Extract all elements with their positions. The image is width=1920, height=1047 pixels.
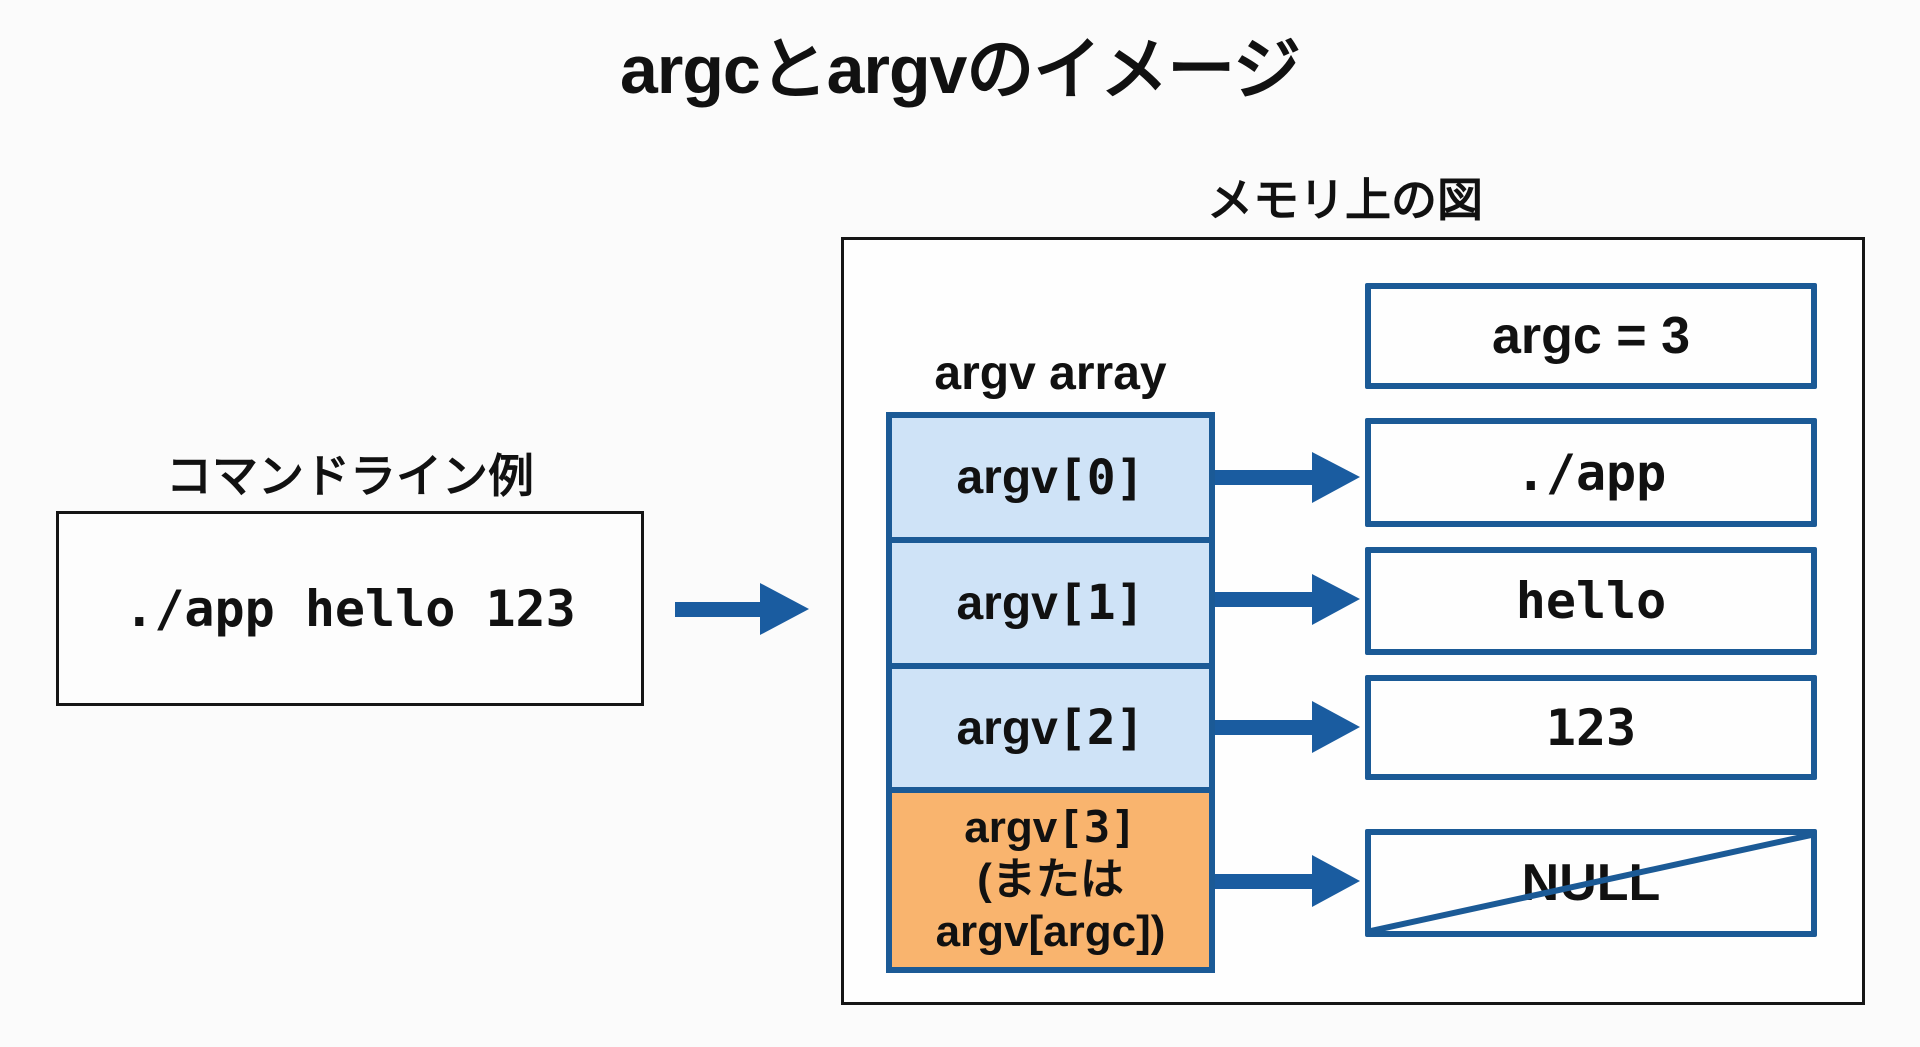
- string-value: ./app: [1515, 443, 1667, 502]
- terminator-line-1: argv[3]: [964, 802, 1136, 854]
- argv-cell-name: argv: [956, 701, 1058, 755]
- argv-cell-index: [1]: [1057, 575, 1145, 631]
- command-example-box: ./app hello 123: [56, 511, 644, 706]
- command-example-label: コマンドライン例: [166, 450, 534, 502]
- null-box: NULL: [1365, 829, 1817, 937]
- terminator-line-3: argv[argc]): [935, 907, 1166, 956]
- argc-box: argc = 3: [1365, 283, 1817, 389]
- argv-cell-0: argv[0]: [892, 418, 1209, 537]
- value-box-2: 123: [1365, 675, 1817, 780]
- strikethrough-line: [1371, 835, 1811, 931]
- argc-value: argc = 3: [1491, 307, 1691, 365]
- argv-cell-name: argv: [964, 803, 1058, 852]
- argv-array: argv[0] argv[1] argv[2] argv[3] (または arg…: [886, 412, 1215, 973]
- argv-cell-terminator: argv[3] (または argv[argc]): [892, 793, 1209, 967]
- terminator-line-2: (または: [977, 855, 1124, 904]
- string-value: hello: [1515, 572, 1667, 630]
- argv-cell-2: argv[2]: [892, 669, 1209, 787]
- arrow-command-to-memory: [675, 583, 809, 635]
- value-box-0: ./app: [1365, 418, 1817, 527]
- argv-array-label: argv array: [934, 347, 1167, 400]
- argv-cell-name: argv: [956, 576, 1058, 630]
- command-text: ./app hello 123: [124, 579, 576, 638]
- argv-cell-index: [0]: [1057, 449, 1145, 506]
- argv-cell-index: [3]: [1057, 802, 1137, 853]
- diagram-title: argcとargvのイメージ: [620, 32, 1301, 108]
- argv-cell-index: [2]: [1057, 700, 1145, 756]
- argv-cell-1: argv[1]: [892, 543, 1209, 663]
- argv-cell-name: argv: [956, 451, 1058, 504]
- memory-diagram-label: メモリ上の図: [1207, 174, 1483, 226]
- value-box-1: hello: [1365, 547, 1817, 655]
- string-value: 123: [1545, 698, 1637, 757]
